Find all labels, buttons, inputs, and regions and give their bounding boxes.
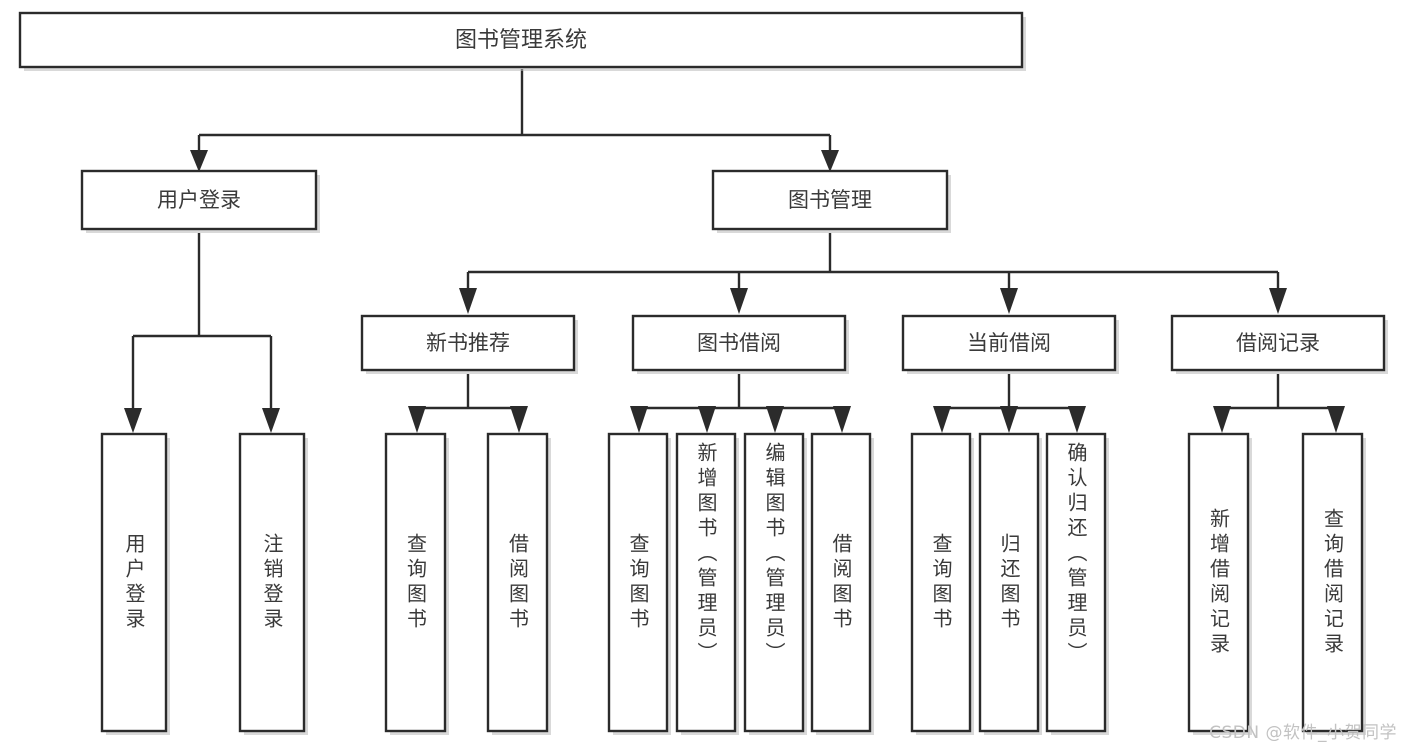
arrow-bookborrow-leaf-3: [766, 406, 784, 433]
arrow-bookmgmt-to-currentborrow: [1000, 288, 1018, 314]
leaf-logout-box[interactable]: [238, 432, 306, 733]
leaf-query-book-a-box[interactable]: [384, 432, 447, 733]
arrow-newbook-leaf-2: [510, 406, 528, 433]
node-book-mgmt-label: 图书管理: [788, 188, 872, 212]
arrow-borrowrecord-leaf-2: [1327, 406, 1345, 433]
node-book-borrow-label: 图书借阅: [697, 331, 781, 355]
node-user-login-label: 用户登录: [157, 188, 241, 212]
leaf-user-login-box[interactable]: [100, 432, 168, 733]
node-new-book-rec-label: 新书推荐: [426, 331, 510, 355]
arrow-bookborrow-leaf-1: [630, 406, 648, 433]
arrow-bookmgmt-to-borrowrecord: [1269, 288, 1287, 314]
leaf-add-book-box[interactable]: [675, 432, 737, 733]
node-borrow-record-box[interactable]: [1170, 314, 1386, 372]
arrow-currentborrow-leaf-1: [933, 406, 951, 433]
node-book-mgmt-box[interactable]: [711, 169, 949, 231]
arrow-borrowrecord-leaf-1: [1213, 406, 1231, 433]
node-new-book-rec-box[interactable]: [360, 314, 576, 372]
arrow-root-to-user-login: [190, 150, 208, 172]
node-root-title-label: 图书管理系统: [455, 28, 587, 53]
arrow-currentborrow-leaf-3: [1068, 406, 1086, 433]
leaf-borrow-book-b-box[interactable]: [810, 432, 872, 733]
leaf-query-book-c-box[interactable]: [910, 432, 972, 733]
arrow-bookmgmt-to-newbook: [459, 288, 477, 314]
leaf-confirm-return-box[interactable]: [1045, 432, 1107, 733]
arrow-bookborrow-leaf-2: [698, 406, 716, 433]
csdn-watermark: CSDN @软件_小贺同学: [1209, 723, 1397, 743]
arrow-newbook-leaf-1: [408, 406, 426, 433]
leaf-query-book-b-box[interactable]: [607, 432, 669, 733]
arrow-bookmgmt-to-bookborrow: [730, 288, 748, 314]
arrow-currentborrow-leaf-2: [1000, 406, 1018, 433]
node-current-borrow-box[interactable]: [901, 314, 1117, 372]
leaf-borrow-book-a-box[interactable]: [486, 432, 549, 733]
node-book-borrow-box[interactable]: [631, 314, 847, 372]
node-root-title-box[interactable]: [18, 11, 1024, 69]
arrow-root-to-book-mgmt: [821, 150, 839, 172]
connector-layer: [124, 69, 1345, 433]
node-layer: 图书管理系统 用户登录 图书管理 新书推荐 图书借阅 当前借阅 借阅记录: [18, 11, 1388, 735]
arrow-userlogin-leaf-1: [124, 408, 142, 433]
leaf-add-record-box[interactable]: [1187, 432, 1250, 733]
node-current-borrow-label: 当前借阅: [967, 331, 1051, 355]
leaf-query-record-box[interactable]: [1301, 432, 1364, 733]
arrow-bookborrow-leaf-4: [833, 406, 851, 433]
arrow-userlogin-leaf-2: [262, 408, 280, 433]
leaf-edit-book-box[interactable]: [743, 432, 805, 733]
node-user-login-box[interactable]: [80, 169, 318, 231]
leaf-return-book-box[interactable]: [978, 432, 1040, 733]
node-borrow-record-label: 借阅记录: [1236, 331, 1320, 355]
